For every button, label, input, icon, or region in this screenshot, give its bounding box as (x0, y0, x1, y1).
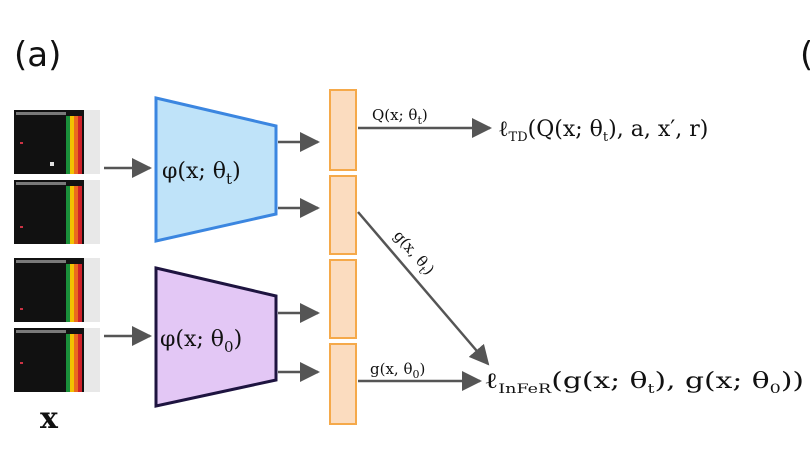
input-frame-4 (14, 328, 100, 392)
feature-block-4 (329, 343, 357, 425)
label-g-theta-0: g(x, θ0) (370, 360, 425, 381)
input-frame-2 (14, 180, 100, 244)
arrow-g-t-to-infer-loss (357, 211, 490, 366)
encoder-theta-0 (154, 266, 278, 408)
encoder-theta-t (154, 96, 278, 243)
panel-label-a: (a) (14, 35, 61, 75)
input-frame-3 (14, 258, 100, 322)
encoder-theta-0-label: φ(x; θ0) (160, 327, 242, 356)
encoder-theta-t-label: φ(x; θt) (162, 159, 241, 188)
loss-td: ℓTD(Q(x; θt), a, x′, r) (498, 117, 708, 145)
label-q-value: Q(x; θt) (372, 106, 428, 127)
feature-vector-column (329, 89, 357, 425)
label-g-theta-t: g(x, θt) (388, 227, 438, 281)
input-frame-1 (14, 110, 100, 174)
input-label: x (40, 401, 59, 436)
input-frame-stack (14, 110, 100, 392)
feature-block-2 (329, 175, 357, 255)
feature-block-1 (329, 89, 357, 171)
panel-label-b-partial: ( (800, 35, 810, 75)
feature-block-3 (329, 259, 357, 339)
